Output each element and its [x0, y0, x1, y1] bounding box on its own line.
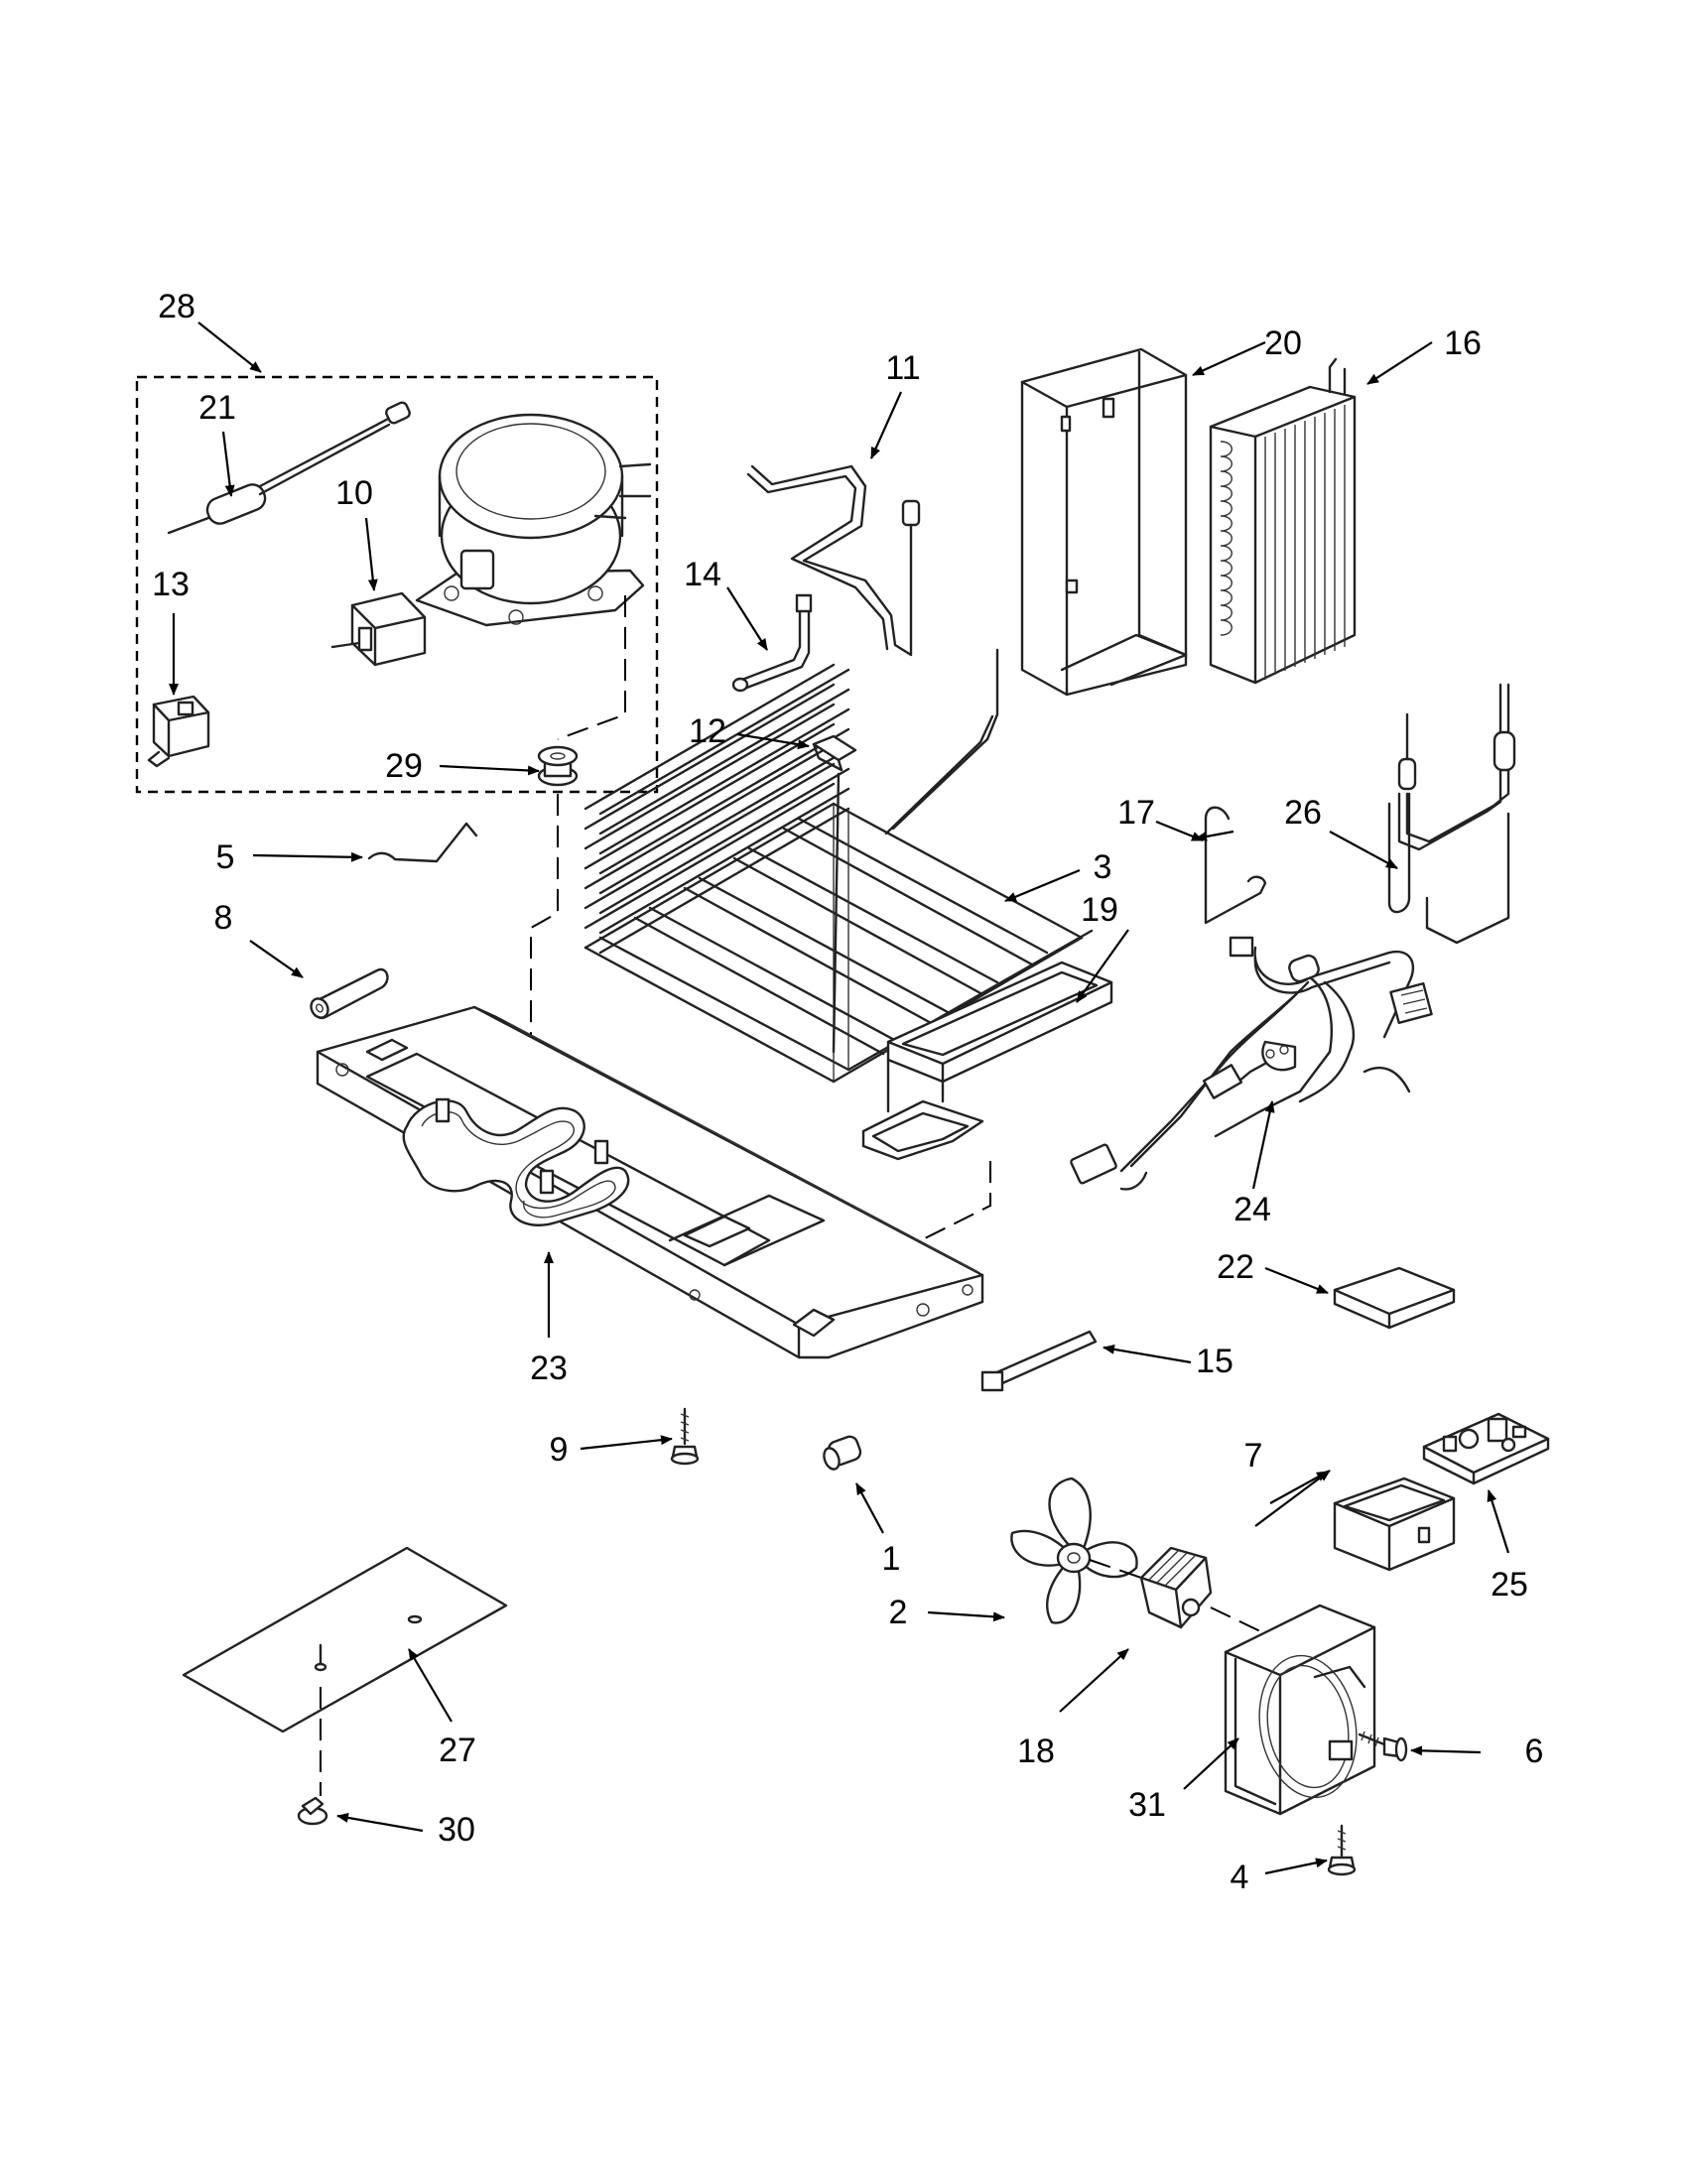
condenser — [1209, 357, 1357, 685]
label-19: 19 — [1081, 891, 1118, 929]
label-20: 20 — [1264, 324, 1302, 362]
label-3: 3 — [1094, 848, 1112, 886]
fastener-30 — [297, 1796, 328, 1826]
label-26: 26 — [1284, 794, 1322, 832]
label-2: 2 — [889, 1594, 908, 1631]
label-22: 22 — [1217, 1248, 1254, 1286]
compressor-kit-boundary — [135, 375, 659, 794]
label-13: 13 — [152, 566, 190, 603]
label-18: 18 — [1017, 1733, 1055, 1770]
label-8: 8 — [214, 899, 233, 937]
grommet-leader-dashed — [557, 595, 626, 740]
label-4: 4 — [1231, 1859, 1249, 1896]
label-29: 29 — [385, 747, 423, 785]
tube-17 — [1204, 806, 1267, 925]
callout-labels: 28 21 10 13 29 11 14 12 20 16 3 19 17 26… — [152, 288, 1543, 1896]
label-25: 25 — [1491, 1566, 1528, 1604]
label-10: 10 — [335, 474, 373, 512]
label-12: 12 — [689, 712, 726, 750]
relay — [147, 695, 210, 768]
control-board — [1422, 1412, 1550, 1485]
label-23: 23 — [530, 1349, 568, 1387]
leader-lines — [169, 321, 1510, 1875]
overload-protector — [330, 591, 427, 667]
label-5: 5 — [216, 838, 235, 876]
condenser-panel — [1020, 347, 1188, 697]
label-27: 27 — [439, 1732, 476, 1769]
label-16: 16 — [1444, 324, 1482, 362]
label-1: 1 — [882, 1540, 901, 1578]
wire-harness — [1070, 936, 1433, 1191]
label-17: 17 — [1117, 794, 1155, 832]
drain-pan — [861, 961, 1113, 1161]
evaporator-coil — [584, 648, 1094, 1084]
tube-26 — [1387, 683, 1516, 945]
insulation-sheet — [182, 1546, 508, 1734]
label-31: 31 — [1128, 1786, 1166, 1824]
label-24: 24 — [1234, 1191, 1271, 1228]
evaporator-bracket — [812, 734, 857, 772]
fan-axis-dashed-1 — [1089, 1559, 1142, 1579]
label-14: 14 — [684, 556, 721, 593]
fan-blade — [1010, 1477, 1138, 1624]
label-6: 6 — [1525, 1733, 1544, 1770]
label-11: 11 — [885, 349, 920, 387]
base-pan — [316, 1005, 984, 1359]
label-21: 21 — [198, 389, 236, 427]
screw-6 — [1358, 1731, 1408, 1762]
label-15: 15 — [1196, 1343, 1234, 1380]
control-cover — [1333, 1266, 1456, 1330]
cable-tie — [980, 1330, 1098, 1392]
label-30: 30 — [438, 1811, 475, 1849]
control-box — [1333, 1477, 1456, 1572]
fan-shroud — [1224, 1604, 1376, 1816]
label-28: 28 — [158, 288, 195, 325]
insulation-tube — [310, 967, 389, 1020]
screw-9 — [670, 1407, 700, 1466]
wire-clip — [367, 822, 478, 863]
label-9: 9 — [550, 1431, 569, 1469]
tube-11 — [746, 464, 921, 657]
filter-drier — [167, 401, 411, 535]
label-7: 7 — [1244, 1437, 1263, 1475]
tube-14 — [731, 593, 813, 693]
grommet — [537, 745, 579, 787]
spacer — [823, 1435, 862, 1471]
fan-motor — [1139, 1546, 1213, 1629]
compressor — [415, 413, 652, 627]
screw-4 — [1327, 1824, 1357, 1876]
